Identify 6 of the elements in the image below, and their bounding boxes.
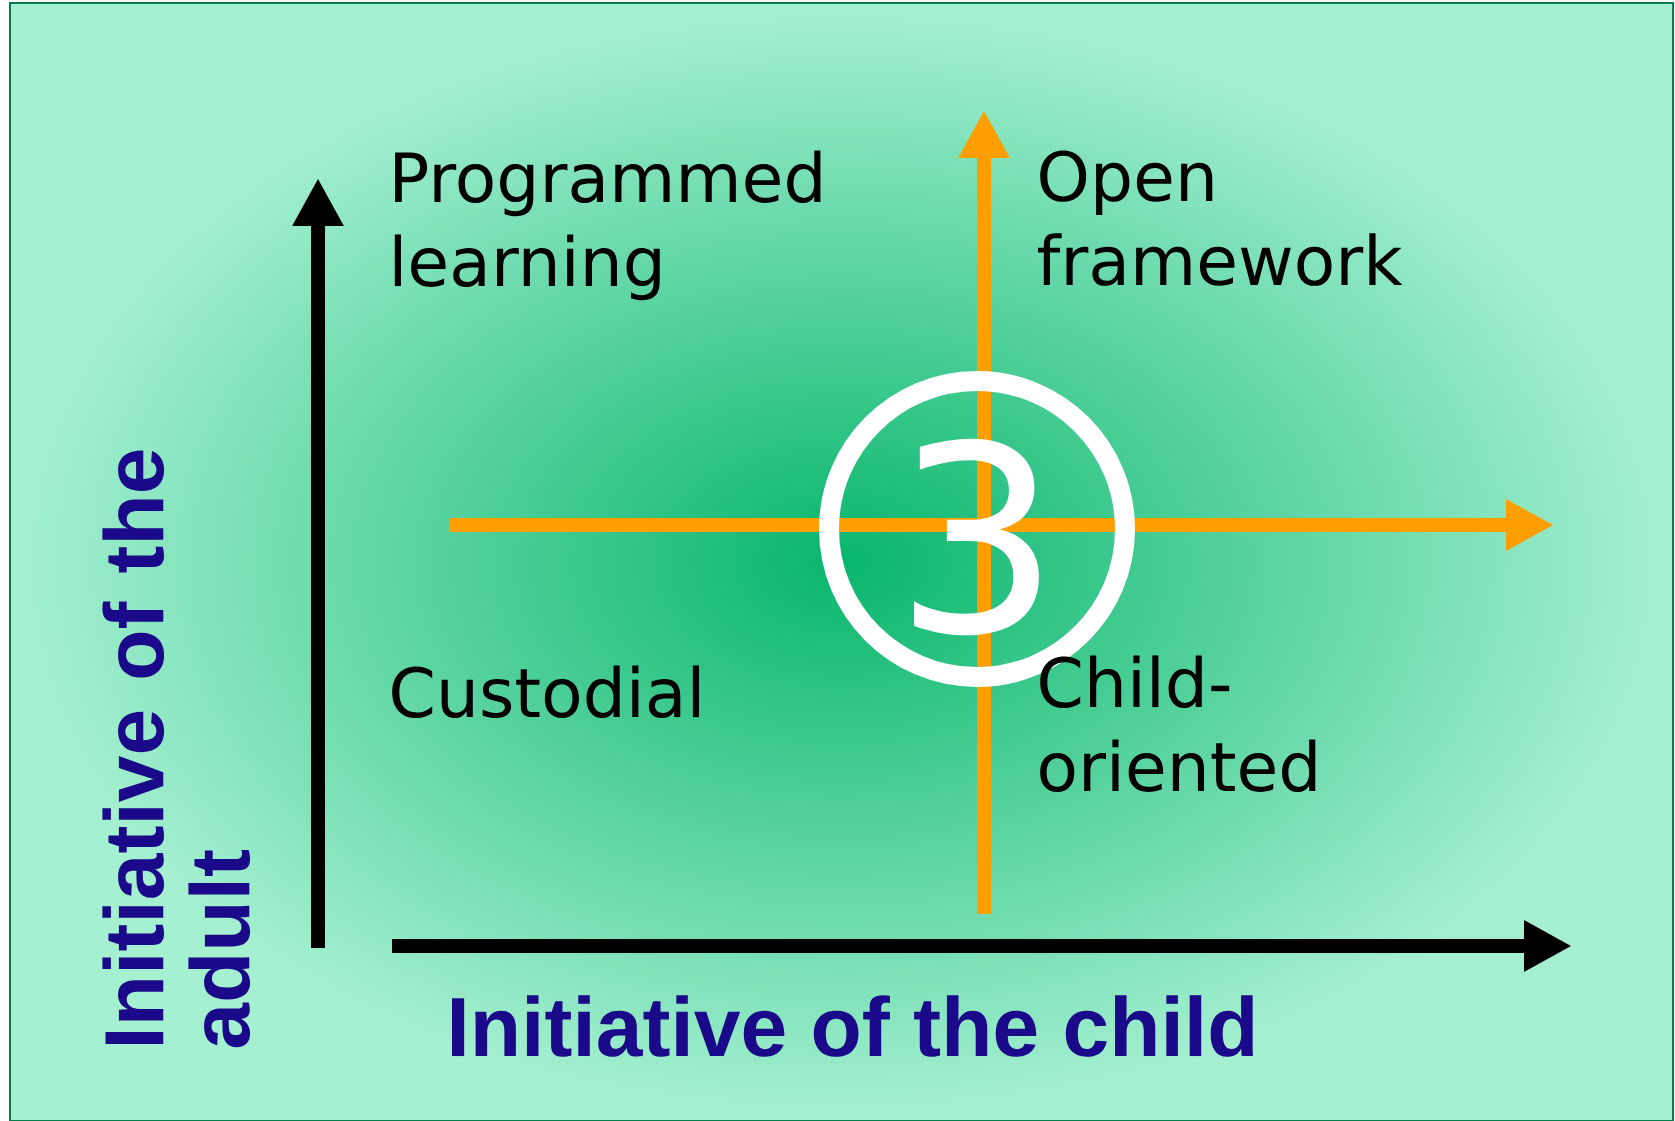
quadrant-label: Programmed learning — [394, 150, 821, 301]
quadrant-label: Open framework — [1038, 150, 1403, 286]
axis-title: Initiative of the child — [452, 995, 1253, 1057]
quadrant-label: Child- oriented — [1040, 655, 1316, 793]
axis-title: Initiative of the adult — [102, 450, 251, 1048]
quadrant-label: Custodial — [392, 665, 699, 719]
